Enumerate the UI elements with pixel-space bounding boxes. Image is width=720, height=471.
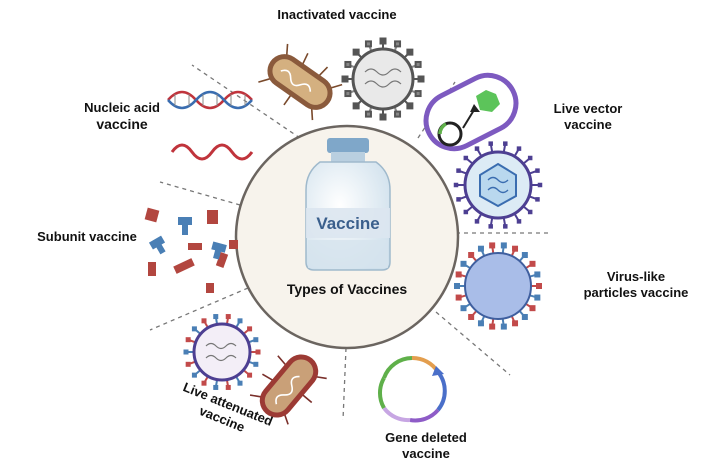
label-nucleic-acid-line1: Nucleic acid <box>84 100 160 115</box>
divider-line <box>159 181 241 206</box>
label-inactivated-text: Inactivated vaccine <box>277 7 397 22</box>
label-live-vector: Live vector vaccine <box>528 101 648 132</box>
divider-line <box>342 347 347 421</box>
label-virus-like: Virus-like particles vaccine <box>566 269 706 300</box>
label-live-vector-line1: Live vector <box>553 101 623 116</box>
vial-label: Vaccine <box>316 214 379 233</box>
subunit-protein-fragments-icon <box>144 207 238 293</box>
vaccine-vial-icon <box>305 138 391 271</box>
gene-deleted-plasmid-icon <box>378 355 447 423</box>
live-vector-capsule-icon <box>423 72 519 152</box>
inactivated-virus-icon <box>341 37 425 121</box>
live-vector-virus-icon <box>453 141 543 229</box>
label-inactivated: Inactivated vaccine <box>252 7 422 23</box>
label-nucleic-acid: Nucleic acid vaccine <box>72 100 172 132</box>
label-subunit-text: Subunit vaccine <box>37 229 137 244</box>
live-attenuated-bacterium-icon <box>249 354 327 425</box>
divider-line <box>435 311 511 376</box>
label-gene-deleted-line2: vaccine <box>402 445 450 461</box>
label-nucleic-acid-line2: vaccine <box>96 115 148 132</box>
label-gene-deleted: Gene deleted vaccine <box>366 430 486 461</box>
label-live-vector-line2: vaccine <box>564 116 612 132</box>
inactivated-bacterium-icon <box>258 43 343 121</box>
label-virus-like-line2: particles vaccine <box>583 284 689 300</box>
label-gene-deleted-line1: Gene deleted <box>385 430 467 445</box>
label-virus-like-line1: Virus-like <box>606 269 666 284</box>
divider-line <box>191 64 301 139</box>
live-attenuated-virus-icon <box>183 314 261 390</box>
nucleic-acid-dna-icon <box>167 90 254 161</box>
virus-like-particle-icon <box>454 242 542 330</box>
center-title: Types of Vaccines <box>286 281 408 297</box>
divider-line <box>149 287 249 331</box>
label-subunit: Subunit vaccine <box>22 229 152 245</box>
